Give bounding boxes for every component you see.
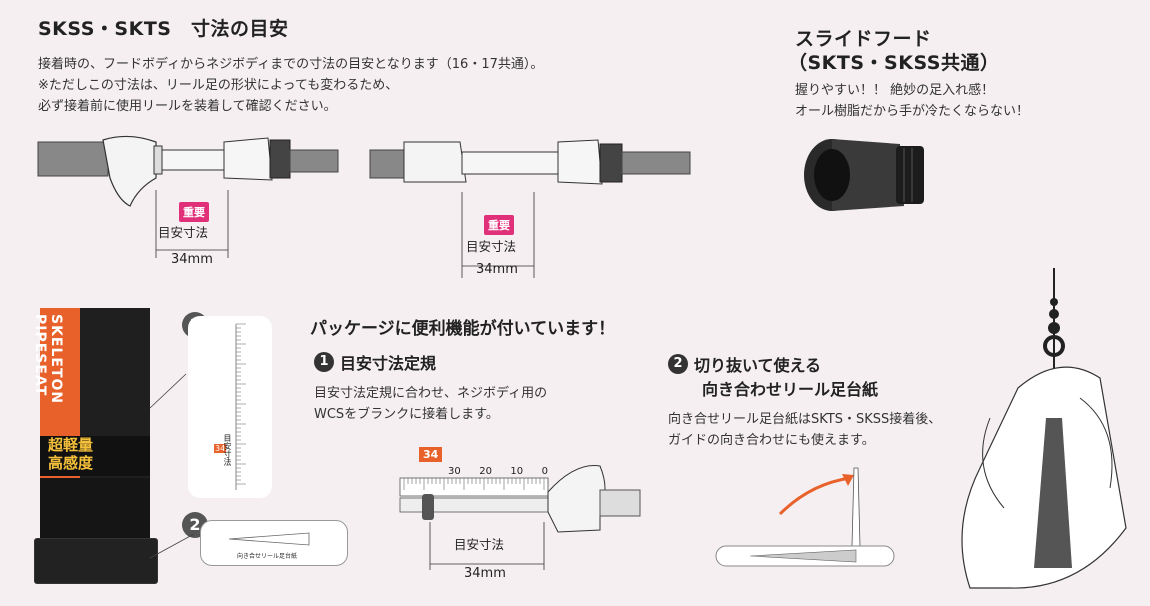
slide-hood-title: スライドフード (795, 28, 932, 50)
description-line: ガイドの向き合わせにも使えます。 (668, 433, 875, 448)
feature-1-header: 1 目安寸法定規 (314, 350, 436, 374)
dimensions-title: SKSS・SKTS 寸法の目安 (38, 18, 289, 40)
dimension-label: 目安寸法 (158, 225, 209, 240)
slide-hood-subtitle: （SKTS・SKSS共通） (788, 52, 1000, 74)
feature-1-title: 目安寸法定規 (340, 354, 437, 373)
ruler-ticks (235, 323, 246, 490)
dimension-value: 34mm (171, 252, 213, 267)
ruler-tag: 34 (419, 447, 443, 462)
feature-2-description: 向き合せリール足台紙はSKTS・SKSS接着後、 ガイドの向き合わせにも使えます… (668, 409, 941, 451)
hand-rod-illustration (961, 268, 1127, 589)
dimension-value: 34mm (464, 566, 506, 581)
dimension-label: 目安寸法 (466, 239, 517, 254)
slide-hood-image (804, 139, 924, 211)
dimensions-description: 接着時の、フードボディからネジボディまでの寸法の目安となります（16・17共通）… (38, 54, 543, 117)
features-heading: パッケージに便利機能が付いています！ (310, 319, 616, 339)
strip-wedge (228, 532, 310, 546)
ruler-tag: 34 (214, 444, 227, 453)
important-badge: 重要 (484, 215, 514, 235)
tick-label: 20 (479, 466, 492, 477)
description-line: 握りやすい！！ 絶妙の足入れ感！ (795, 83, 995, 98)
strip-card: 向き合せリール足台紙 (200, 520, 348, 566)
description-line: オール樹脂だから手が冷たくならない！ (795, 104, 1030, 119)
description-line: ※ただしこの寸法は、リール足の形状によっても変わるため、 (38, 78, 399, 93)
feature-2-subtitle: 向き合わせリール足台紙 (702, 380, 879, 399)
tick-label: 10 (510, 466, 524, 477)
reel-seat-paper-diagram (715, 467, 895, 567)
ruler-diagram (399, 465, 641, 570)
dimension-value: 34mm (476, 262, 518, 277)
callout-lines (149, 373, 195, 559)
description-line: 接着時の、フードボディからネジボディまでの寸法の目安となります（16・17共通）… (38, 57, 544, 72)
feature-2-title: 切り抜いて使える (694, 356, 822, 375)
feature-2-number: 2 (668, 354, 688, 374)
feature-2-header: 2 切り抜いて使える (668, 352, 821, 376)
ruler-card: 34 目安寸法 (188, 316, 272, 498)
package-tag-line: 高感度 (48, 454, 94, 472)
tick-label: 0 (541, 466, 548, 477)
feature-1-number: 1 (314, 352, 334, 372)
strip-label: 向き合せリール足台紙 (237, 553, 298, 560)
tick-label: 30 (448, 466, 461, 477)
dimension-label: 目安寸法 (454, 537, 505, 552)
package-tag-line: 超軽量 (48, 436, 94, 454)
description-line: WCSをブランクに接着します。 (314, 407, 499, 422)
rod-diagram-left (37, 135, 339, 258)
package-base (34, 538, 158, 584)
description-line: 目安寸法定規に合わせ、ネジボディ用の (314, 386, 548, 401)
slide-hood-description: 握りやすい！！ 絶妙の足入れ感！ オール樹脂だから手が冷たくならない！ (795, 80, 1029, 122)
description-line: 向き合せリール足台紙はSKTS・SKSS接着後、 (668, 412, 942, 427)
feature-1-description: 目安寸法定規に合わせ、ネジボディ用の WCSをブランクに接着します。 (314, 383, 547, 425)
package-brand-text: SKELETON PIPESEAT (32, 314, 64, 405)
rod-diagram-right (369, 139, 691, 278)
package-box: SKELETON PIPESEAT 超軽量 高感度 (32, 308, 150, 572)
ruler-label: 目安寸法 (223, 434, 232, 466)
description-line: 必ず接着前に使用リールを装着して確認ください。 (38, 99, 337, 114)
ruler-tick-labels: 30 20 10 0 (448, 466, 548, 477)
important-badge: 重要 (179, 202, 209, 222)
